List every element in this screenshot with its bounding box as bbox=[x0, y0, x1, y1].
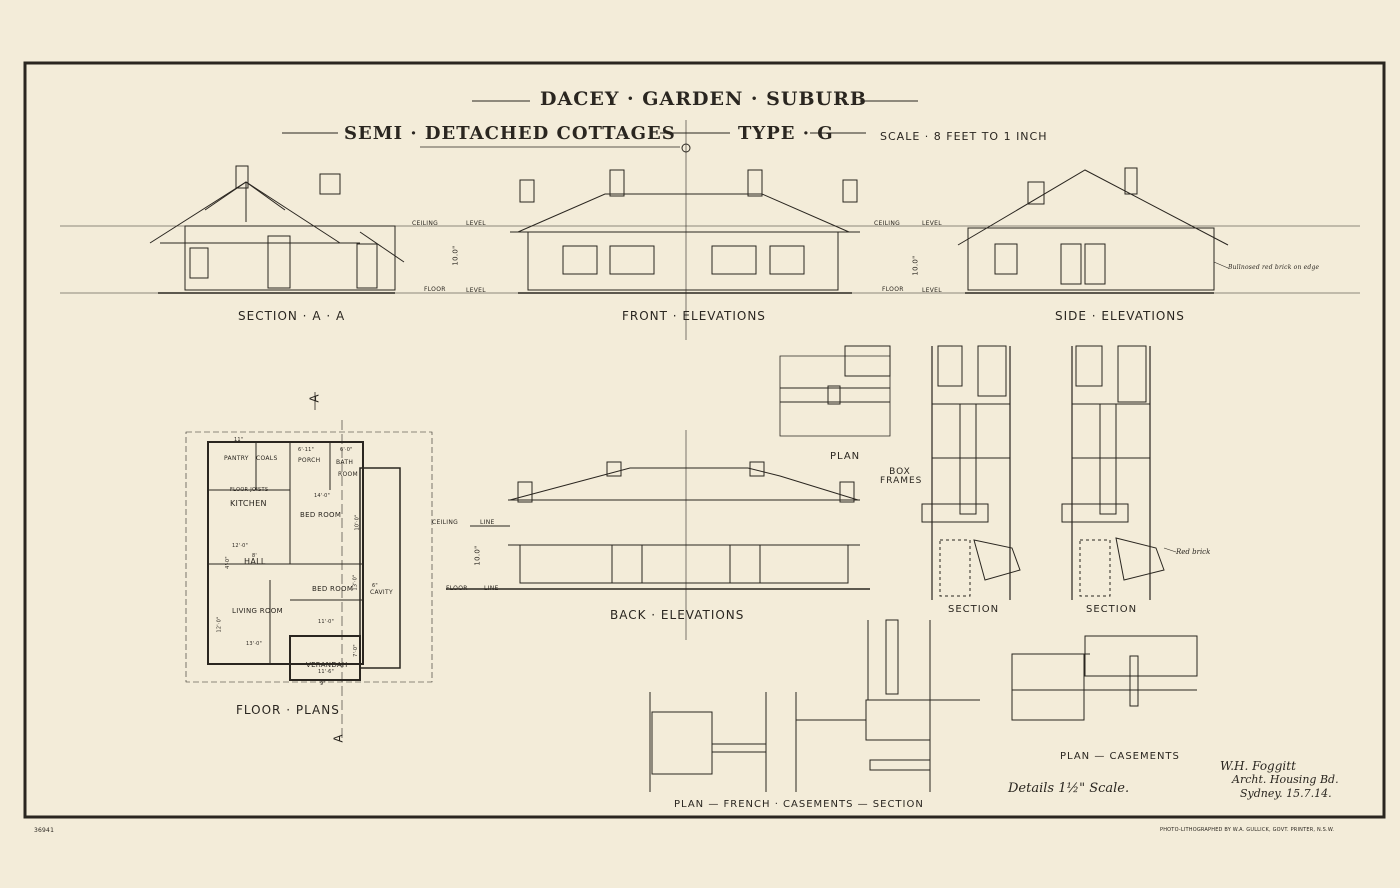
french-casements-label: PLAN — FRENCH · CASEMENTS — SECTION bbox=[674, 799, 924, 810]
room-bed-room-1: BED ROOM bbox=[300, 511, 342, 519]
floor-label-side: FLOOR bbox=[882, 286, 904, 293]
signature-place-date: Sydney. 15.7.14. bbox=[1240, 787, 1332, 800]
room-bath-room: ROOM bbox=[338, 471, 358, 478]
line-label-back-ceiling: LINE bbox=[480, 519, 495, 526]
front-elevation-label: FRONT · ELEVATIONS bbox=[622, 309, 766, 323]
dim-3: 6'·0" bbox=[340, 447, 353, 453]
front-elevation-drawing bbox=[510, 170, 860, 293]
room-pantry: PANTRY bbox=[224, 455, 249, 462]
room-kitchen: KITCHEN bbox=[230, 499, 267, 508]
ceiling-label-back: CEILING bbox=[432, 519, 459, 526]
red-brick-note: Red brick bbox=[1176, 548, 1211, 556]
floor-plans-label: FLOOR · PLANS bbox=[236, 703, 340, 717]
dim-13: 9" bbox=[320, 681, 326, 687]
side-elevation-drawing bbox=[958, 168, 1228, 293]
room-porch: PORCH bbox=[298, 457, 321, 464]
dim-8: 12'·0" bbox=[216, 616, 223, 633]
detail-section-1 bbox=[922, 346, 1020, 600]
floor-plan-drawing bbox=[186, 392, 432, 740]
scale-note: SCALE · 8 FEET TO 1 INCH bbox=[880, 130, 1048, 143]
floor-label-front: FLOOR bbox=[424, 286, 446, 293]
dim-12: 11'·6" bbox=[318, 669, 335, 675]
dim-10: 11'·0" bbox=[318, 619, 335, 625]
height-dim-side: 10.0" bbox=[911, 255, 920, 276]
plan-casements-label: PLAN — CASEMENTS bbox=[1060, 751, 1180, 762]
dim-15: 7'·0" bbox=[352, 644, 359, 657]
level-label-front: LEVEL bbox=[466, 220, 486, 227]
signature-name: W.H. Foggitt bbox=[1220, 759, 1296, 773]
sheet-number: 36941 bbox=[34, 827, 55, 834]
side-note: Bullnosed red brick on edge bbox=[1228, 264, 1320, 271]
room-bed-room-2: BED ROOM bbox=[312, 585, 354, 593]
drawing-subtitle: SEMI · DETACHED COTTAGES bbox=[344, 123, 676, 144]
back-elevation-drawing bbox=[446, 430, 870, 640]
printer-imprint: PHOTO-LITHOGRAPHED BY W.A. GULLICK, GOVT… bbox=[1160, 827, 1335, 833]
room-verandah: VERANDAH bbox=[306, 661, 348, 669]
drawing-title: DACEY · GARDEN · SUBURB bbox=[540, 88, 867, 110]
dim-5: 10'·0" bbox=[354, 514, 361, 531]
room-hall: HALL bbox=[244, 557, 266, 566]
drawing-type: TYPE · G bbox=[738, 123, 834, 144]
room-living-room: LIVING ROOM bbox=[232, 607, 283, 615]
dim-16: 6" bbox=[372, 583, 378, 589]
side-elevation-label: SIDE · ELEVATIONS bbox=[1055, 309, 1185, 323]
detail-plan-box-frames bbox=[780, 346, 890, 436]
dim-6: 12'·0" bbox=[232, 543, 249, 549]
box-frames-label: BOX FRAMES bbox=[880, 467, 923, 486]
room-bath: BATH bbox=[336, 459, 354, 466]
section-1-label: SECTION bbox=[948, 604, 1000, 615]
floor-level-label-front: LEVEL bbox=[466, 287, 486, 294]
ceiling-label-side: CEILING bbox=[874, 220, 901, 227]
dim-7: 8' bbox=[252, 553, 257, 559]
section-aa-label: SECTION · A · A bbox=[238, 309, 346, 323]
dim-2: 6'·11" bbox=[298, 447, 315, 453]
details-scale-note: Details 1½" Scale. bbox=[1008, 781, 1130, 796]
line-label-back-floor: LINE bbox=[484, 585, 499, 592]
height-dim-front: 10.0" bbox=[451, 245, 460, 266]
dim-11: 13'·0" bbox=[246, 641, 263, 647]
sheet-border bbox=[25, 63, 1384, 817]
ceiling-label-front: CEILING bbox=[412, 220, 439, 227]
detail-plan-label: PLAN bbox=[830, 451, 861, 462]
height-dim-back: 10.0" bbox=[473, 545, 482, 566]
section-2-label: SECTION bbox=[1086, 604, 1138, 615]
title-rules bbox=[282, 101, 918, 340]
dim-9: 13'·0" bbox=[352, 574, 359, 591]
dim-4: 14'·0" bbox=[314, 493, 331, 499]
section-marker-bottom: A bbox=[331, 733, 346, 743]
floor-level-label-side: LEVEL bbox=[922, 287, 942, 294]
dim-1: 11" bbox=[234, 437, 244, 443]
section-marker-top: A bbox=[307, 393, 322, 403]
label-cavity: CAVITY bbox=[370, 589, 393, 596]
label-floor-joists: FLOOR JOISTS bbox=[230, 487, 269, 493]
dim-14: 4'·0" bbox=[224, 556, 231, 569]
signature-role: Archt. Housing Bd. bbox=[1232, 773, 1339, 786]
detail-plan-casements bbox=[1012, 636, 1197, 720]
section-aa-drawing bbox=[150, 166, 404, 293]
detail-french-casement-section bbox=[796, 620, 980, 792]
detail-french-casement-plan bbox=[650, 692, 766, 792]
level-label-side: LEVEL bbox=[922, 220, 942, 227]
detail-section-2 bbox=[1062, 346, 1176, 600]
floor-label-back: FLOOR bbox=[446, 585, 468, 592]
back-elevation-label: BACK · ELEVATIONS bbox=[610, 608, 745, 622]
room-coals: COALS bbox=[256, 455, 278, 462]
